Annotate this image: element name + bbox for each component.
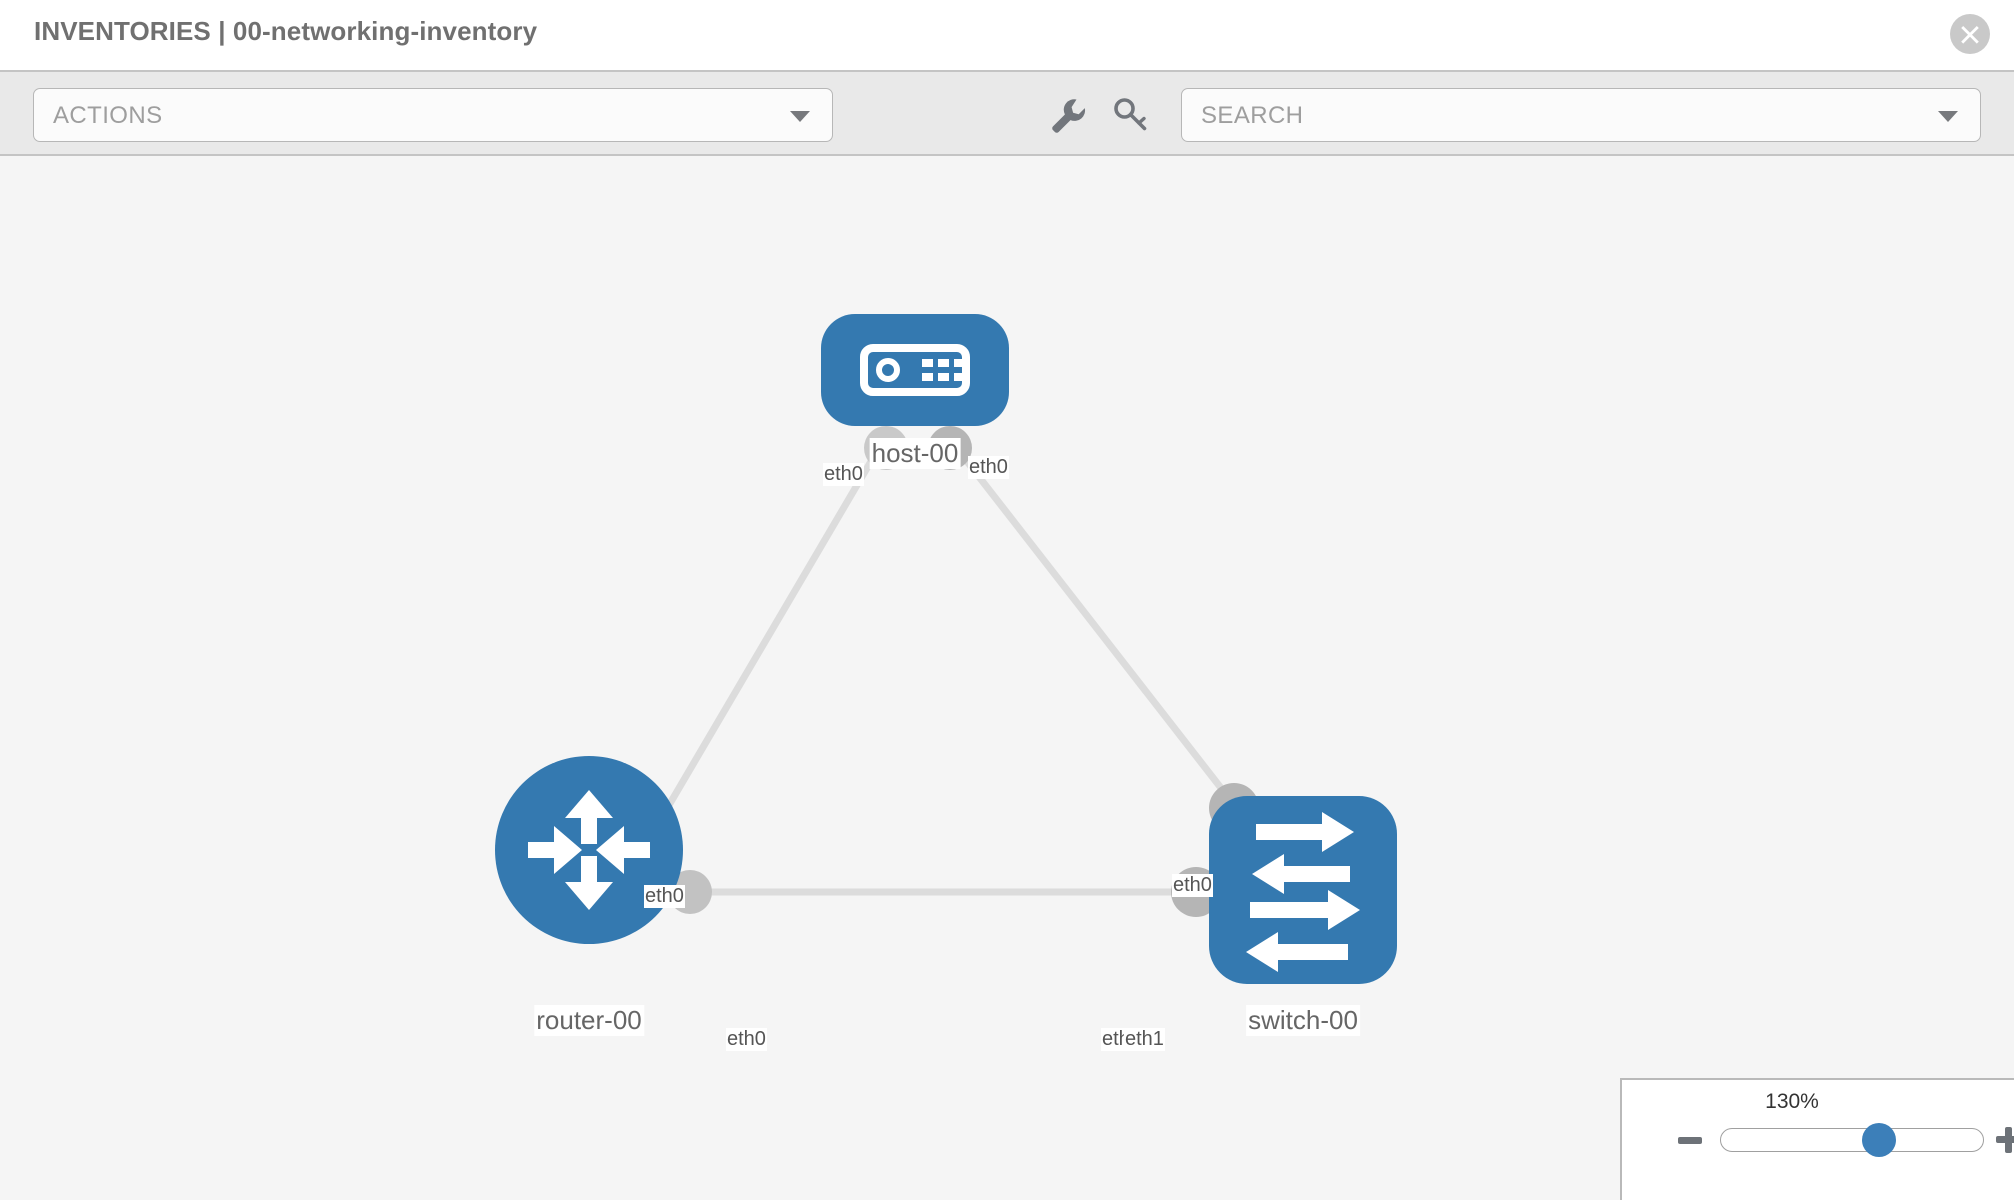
close-icon [1950, 14, 1990, 54]
key-icon[interactable] [1110, 94, 1152, 136]
wrench-icon[interactable] [1046, 94, 1088, 136]
node-label-switch-00: switch-00 [1246, 1005, 1360, 1036]
router-arrows-icon [528, 790, 650, 910]
link-host-router[interactable] [641, 444, 884, 848]
node-host-00[interactable] [821, 314, 1009, 426]
node-router-00[interactable] [495, 756, 683, 944]
chevron-down-icon [790, 111, 810, 122]
link-host-switch[interactable] [952, 443, 1238, 809]
node-label-host-00: host-00 [869, 438, 961, 469]
edge-label-host-switch: eth0 [968, 456, 1009, 479]
node-label-router-00: router-00 [534, 1005, 644, 1036]
search-input[interactable]: SEARCH [1181, 88, 1981, 142]
topology-graph [495, 314, 1397, 984]
actions-dropdown-label: ACTIONS [53, 102, 163, 129]
edge-label-router-switch-target: eth1 [1124, 1028, 1165, 1051]
actions-dropdown[interactable]: ACTIONS [33, 88, 833, 142]
edge-label-host-router: eth0 [823, 463, 864, 486]
zoom-slider-thumb[interactable] [1862, 1123, 1896, 1157]
edge-label-router-switch-overlap: eth0 [1101, 1028, 1129, 1051]
switch-arrows-icon [1246, 812, 1360, 972]
zoom-slider[interactable] [1720, 1123, 1984, 1157]
close-button[interactable] [1950, 14, 1990, 54]
toolbar: ACTIONS SEARCH [0, 70, 2014, 156]
zoom-in-button[interactable] [1996, 1127, 2014, 1153]
edge-label-router-host: eth0 [644, 885, 685, 908]
page-title: INVENTORIES | 00-networking-inventory [34, 16, 538, 46]
zoom-percent-label: 130% [1765, 1090, 1819, 1113]
node-switch-00[interactable] [1209, 796, 1397, 984]
topology-canvas[interactable]: host-00 router-00 switch-00 eth0 eth0 et… [0, 156, 2014, 1200]
page-header: INVENTORIES | 00-networking-inventory [0, 0, 2014, 70]
chevron-down-icon [1938, 111, 1958, 122]
search-placeholder: SEARCH [1201, 102, 1304, 129]
edge-label-switch-host: eth0 [1172, 874, 1213, 897]
edge-label-router-switch-source: eth0 [726, 1028, 767, 1051]
zoom-out-button[interactable] [1678, 1137, 1702, 1144]
zoom-control-panel: 130% [1620, 1078, 2014, 1200]
server-icon [860, 344, 970, 396]
